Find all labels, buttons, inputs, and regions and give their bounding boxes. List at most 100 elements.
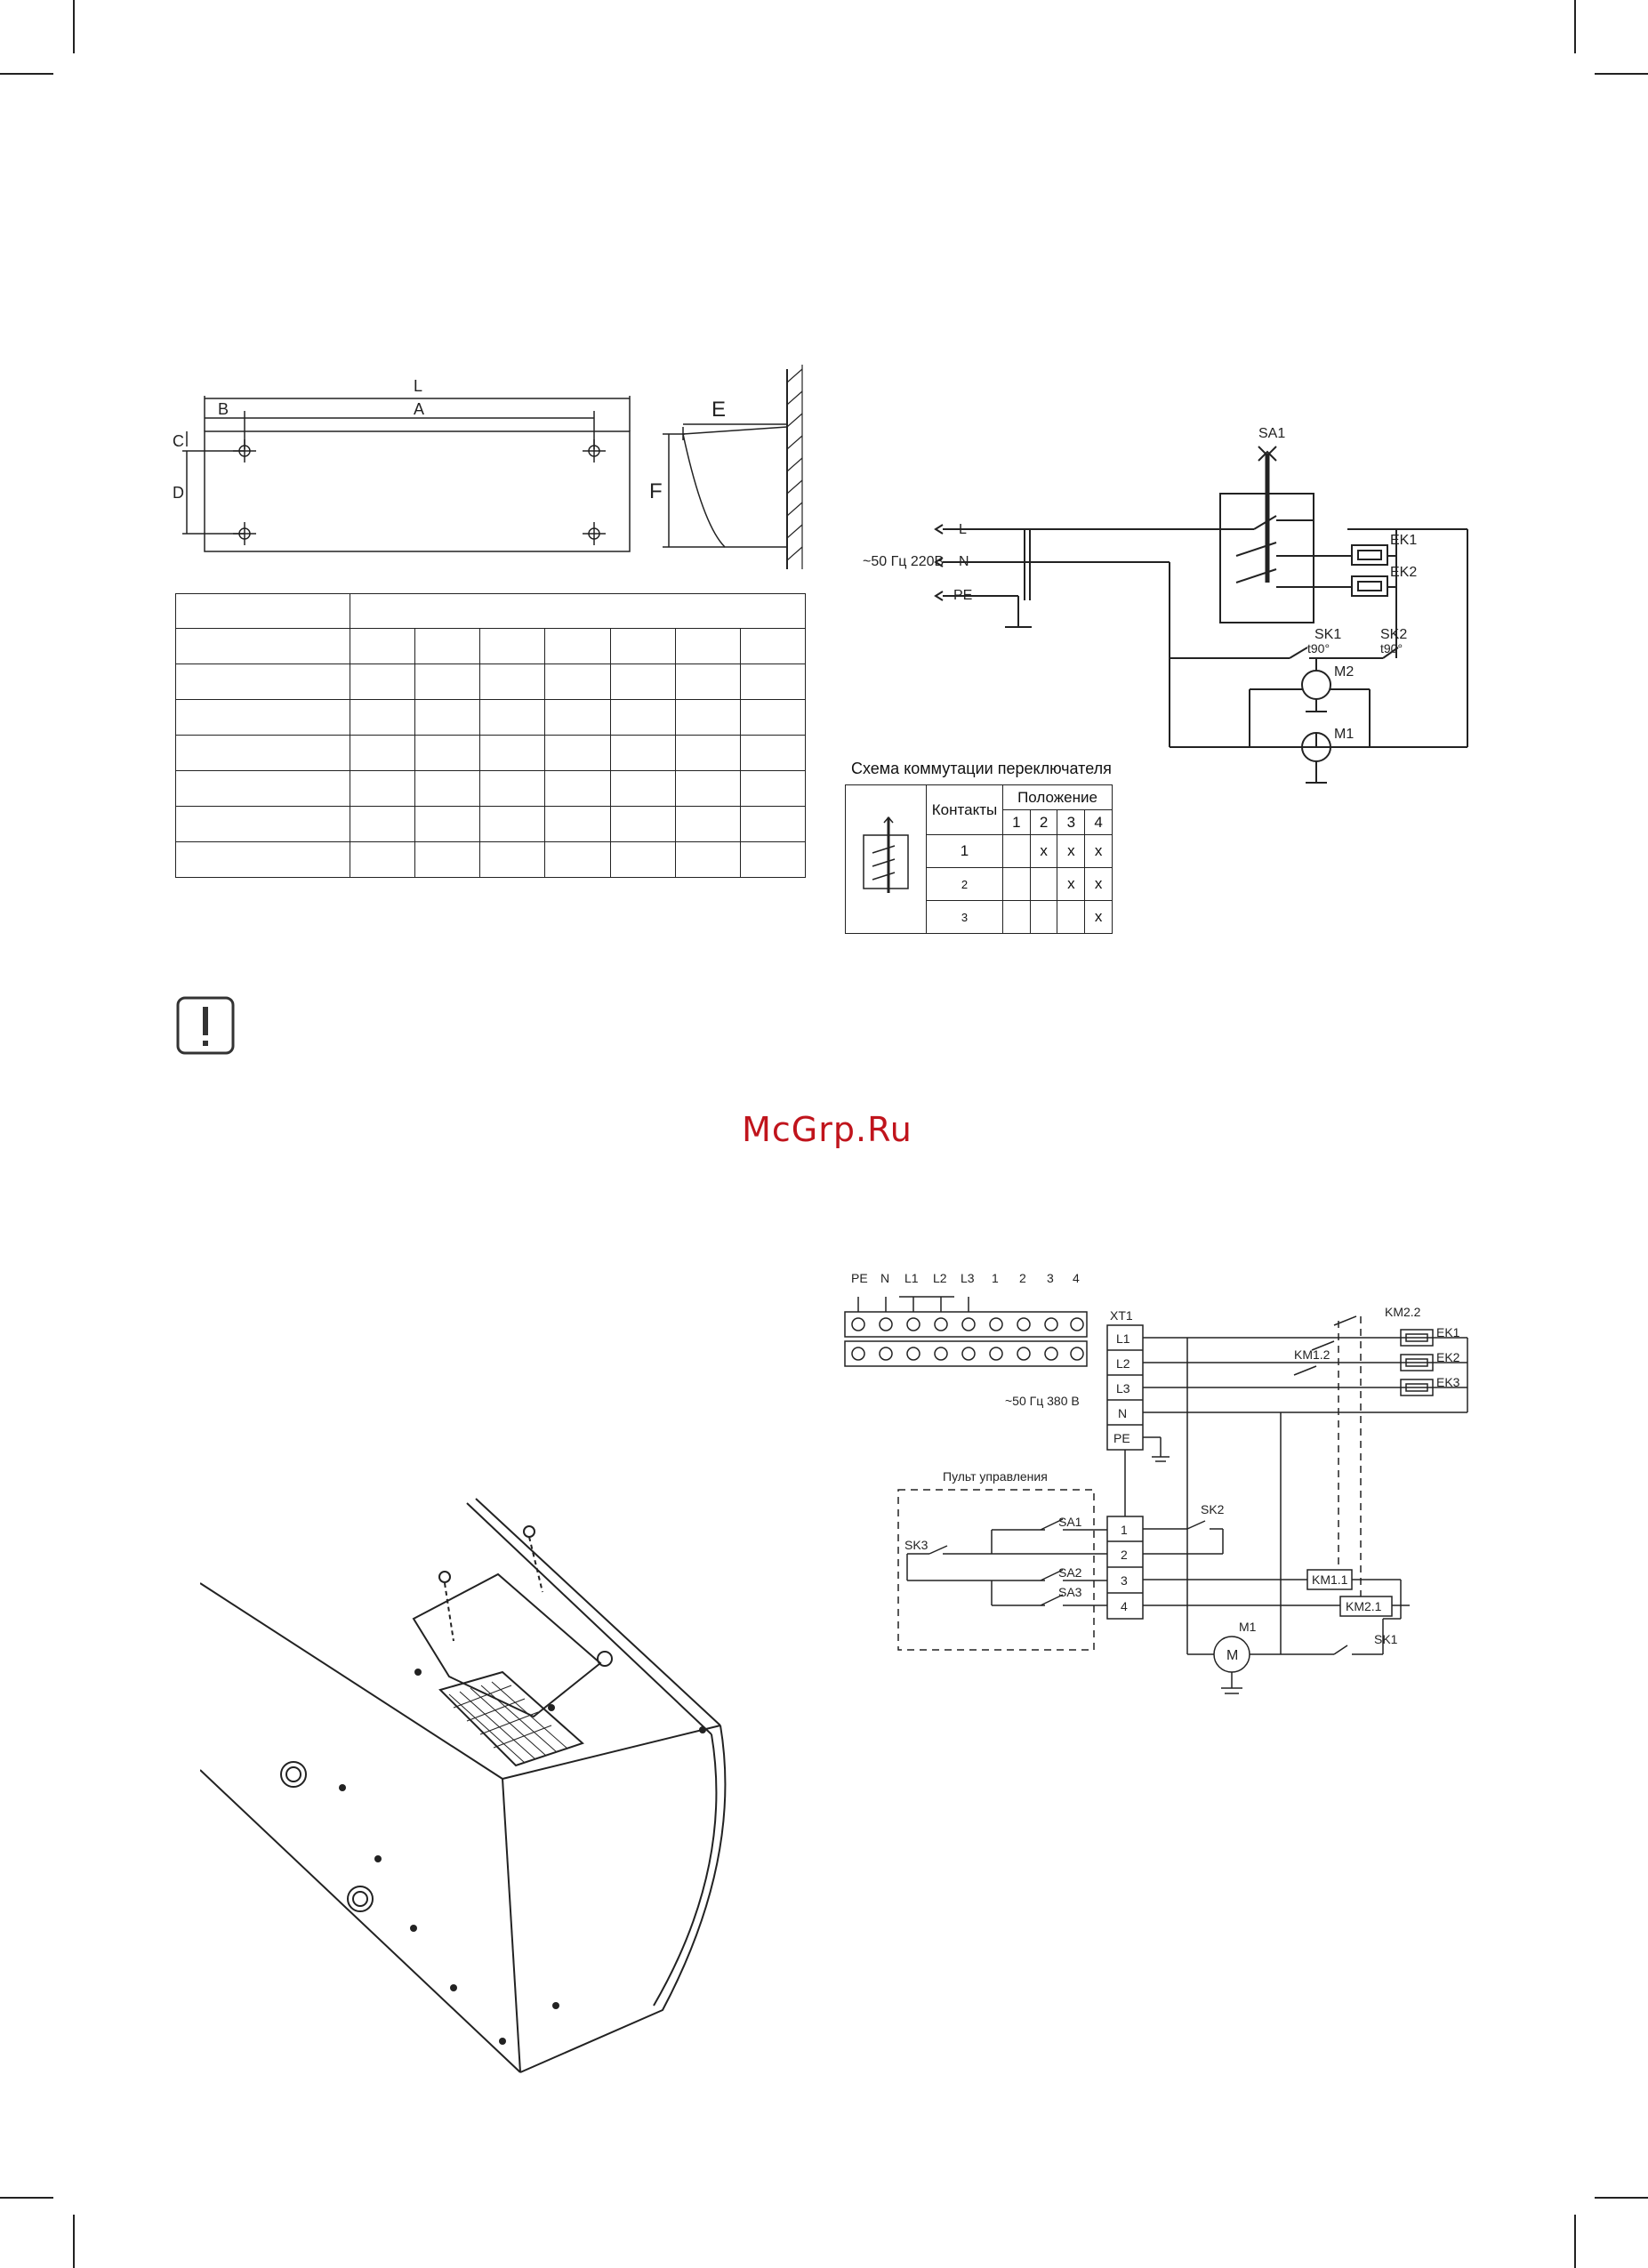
wiring-diagram-380v: PE N L1 L2 L3 1 2 3 4 XT1 L1 L2 L3 N PE … bbox=[844, 1271, 1468, 1694]
table-cell bbox=[544, 664, 611, 700]
table-cell bbox=[479, 699, 546, 736]
table-cell bbox=[479, 735, 546, 771]
table-cell bbox=[739, 735, 807, 771]
table-cell bbox=[479, 628, 546, 664]
label-SK2: SK2 bbox=[1201, 1502, 1225, 1516]
table-cell bbox=[544, 770, 611, 807]
label-EK2: EK2 bbox=[1390, 565, 1417, 580]
table-cell bbox=[175, 841, 350, 878]
xt1-2: 2 bbox=[1121, 1548, 1128, 1562]
switch-symbol-icon bbox=[863, 816, 909, 893]
table-cell bbox=[544, 628, 611, 664]
contact-cell bbox=[1002, 834, 1031, 868]
crop-mark bbox=[0, 73, 53, 75]
dim-D: D bbox=[173, 484, 184, 502]
position-header: Положение bbox=[1002, 784, 1113, 810]
dim-L: L bbox=[414, 377, 422, 395]
dim-B: B bbox=[218, 400, 229, 418]
table-cell bbox=[609, 628, 676, 664]
table-cell bbox=[544, 699, 611, 736]
table-cell bbox=[674, 806, 741, 842]
contact-label: 3 bbox=[926, 900, 1003, 934]
label-KM2-2: KM2.2 bbox=[1385, 1305, 1421, 1319]
table-cell bbox=[544, 735, 611, 771]
label-supply-380: ~50 Гц 380 В bbox=[1005, 1394, 1080, 1408]
table-cell bbox=[544, 841, 611, 878]
xt1-L3: L3 bbox=[1116, 1381, 1130, 1395]
table-cell bbox=[739, 699, 807, 736]
label-supply-220: ~50 Гц 220В bbox=[863, 554, 944, 569]
label-EK1: EK1 bbox=[1390, 533, 1417, 548]
label-SA3: SA3 bbox=[1058, 1585, 1082, 1599]
terminal-label: 3 bbox=[1047, 1271, 1054, 1285]
table-cell bbox=[349, 628, 416, 664]
table-cell bbox=[739, 628, 807, 664]
table-cell bbox=[414, 841, 481, 878]
table-cell bbox=[175, 806, 350, 842]
label-KM2-1: KM2.1 bbox=[1346, 1599, 1382, 1613]
label-SK2-temp: t90° bbox=[1380, 641, 1403, 655]
contact-cell: x bbox=[1057, 867, 1086, 901]
label-SK1: SK1 bbox=[1374, 1632, 1398, 1646]
xt1-PE: PE bbox=[1113, 1431, 1130, 1445]
label-N: N bbox=[959, 554, 969, 569]
label-M1: M1 bbox=[1334, 727, 1354, 742]
table-cell bbox=[739, 770, 807, 807]
terminal-label: 2 bbox=[1019, 1271, 1026, 1285]
crop-mark bbox=[1595, 73, 1648, 75]
label-SK2: SK2 bbox=[1380, 627, 1407, 642]
table-cell bbox=[414, 664, 481, 700]
label-KM1-2: KM1.2 bbox=[1294, 1347, 1330, 1362]
terminal-label: 4 bbox=[1073, 1271, 1080, 1285]
unit-installation-illustration bbox=[200, 1498, 727, 2073]
contacts-header: Контакты bbox=[926, 784, 1003, 835]
table-cell bbox=[739, 806, 807, 842]
contact-cell bbox=[1029, 900, 1058, 934]
table-cell bbox=[544, 806, 611, 842]
table-cell bbox=[349, 664, 416, 700]
table-cell bbox=[349, 841, 416, 878]
mounting-dimension-drawing: L B A C D E F bbox=[173, 365, 803, 569]
dim-E: E bbox=[711, 398, 726, 422]
table-cell bbox=[175, 593, 350, 629]
table-cell bbox=[350, 593, 806, 629]
table-cell bbox=[414, 628, 481, 664]
wiring-diagram-220v: SA1 L N ~50 Гц 220В PE EK1 EK2 SK1 SK2 t… bbox=[863, 426, 1468, 784]
terminal-label: L1 bbox=[904, 1271, 919, 1285]
label-EK1: EK1 bbox=[1436, 1325, 1460, 1339]
terminal-label: L3 bbox=[961, 1271, 975, 1285]
table-cell bbox=[414, 806, 481, 842]
contact-cell: x bbox=[1084, 834, 1113, 868]
dim-A: A bbox=[414, 400, 424, 418]
contact-cell: x bbox=[1084, 867, 1113, 901]
table-cell bbox=[674, 628, 741, 664]
table-cell bbox=[609, 770, 676, 807]
table-cell bbox=[609, 664, 676, 700]
crop-mark bbox=[1595, 2197, 1648, 2199]
position-1: 1 bbox=[1002, 809, 1031, 835]
crop-mark bbox=[73, 2215, 75, 2268]
table-cell bbox=[349, 770, 416, 807]
position-3: 3 bbox=[1057, 809, 1086, 835]
terminal-label: L2 bbox=[933, 1271, 947, 1285]
table-cell bbox=[349, 699, 416, 736]
contact-label: 2 bbox=[926, 867, 1003, 901]
label-XT1: XT1 bbox=[1110, 1308, 1133, 1323]
table-cell bbox=[349, 806, 416, 842]
table-cell bbox=[414, 699, 481, 736]
switch-symbol-cell bbox=[845, 784, 927, 934]
table-cell bbox=[175, 770, 350, 807]
contact-cell: x bbox=[1057, 834, 1086, 868]
watermark: McGrp.Ru bbox=[742, 1110, 912, 1149]
table-cell bbox=[609, 699, 676, 736]
crop-mark bbox=[0, 2197, 53, 2199]
crop-mark bbox=[1574, 2215, 1576, 2268]
motor-symbol: M bbox=[1226, 1648, 1238, 1663]
position-2: 2 bbox=[1029, 809, 1058, 835]
switch-table-caption: Схема коммутации переключателя bbox=[851, 760, 1112, 777]
terminal-label: PE bbox=[851, 1271, 868, 1285]
table-cell bbox=[609, 806, 676, 842]
xt1-1: 1 bbox=[1121, 1523, 1128, 1537]
contact-cell bbox=[1029, 867, 1058, 901]
table-cell bbox=[479, 841, 546, 878]
